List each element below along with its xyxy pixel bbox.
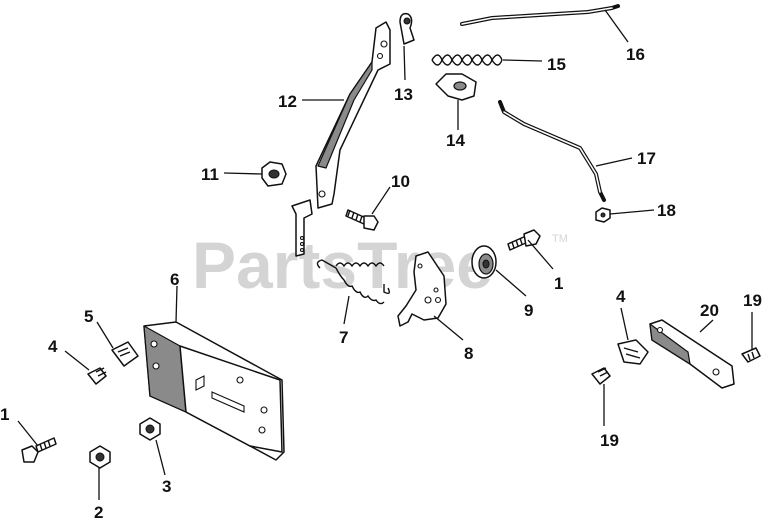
watermark-trademark: TM [552, 233, 568, 245]
watermark: PartsTree TM [192, 228, 568, 302]
callout-9: 9 [524, 301, 533, 320]
part-8-bracket[interactable] [397, 251, 447, 327]
callout-11: 11 [201, 165, 219, 184]
callout-4-right: 4 [616, 287, 626, 306]
part-19-bolt-right[interactable] [741, 347, 761, 363]
part-17-rod[interactable] [498, 100, 606, 202]
callout-1-lower: 1 [0, 405, 9, 424]
part-4-bolt-left[interactable] [87, 367, 107, 385]
part-15-spring[interactable] [431, 54, 503, 66]
part-2-nut[interactable] [89, 445, 111, 469]
part-1-bolt-upper[interactable] [507, 229, 541, 251]
callout-10: 10 [391, 172, 410, 191]
part-12-lever[interactable] [291, 21, 391, 257]
callout-19-right: 19 [743, 291, 762, 310]
callout-20: 20 [700, 301, 719, 320]
callout-3: 3 [162, 477, 171, 496]
callout-7: 7 [339, 328, 348, 347]
callout-17: 17 [637, 149, 656, 168]
callout-14: 14 [446, 131, 465, 150]
callout-16: 16 [626, 45, 645, 64]
part-13-clip[interactable] [399, 12, 415, 45]
part-16-rod[interactable] [460, 4, 620, 26]
callout-12: 12 [278, 92, 297, 111]
part-7-spring[interactable] [316, 259, 391, 305]
part-5-clip[interactable] [111, 341, 139, 367]
part-3-nut[interactable] [139, 417, 161, 441]
callouts: 1 2 3 4 5 6 7 8 9 10 11 12 13 14 15 16 1… [0, 45, 762, 522]
part-6-plate[interactable] [143, 321, 285, 461]
callout-15: 15 [547, 55, 566, 74]
part-4-clip-right[interactable] [617, 339, 649, 365]
part-9-washer[interactable] [471, 245, 497, 279]
callout-8: 8 [464, 344, 473, 363]
part-18-nut[interactable] [595, 207, 611, 223]
part-11-nut[interactable] [261, 161, 287, 187]
part-14-bracket[interactable] [435, 73, 477, 101]
part-19-bolt-lower[interactable] [591, 367, 611, 385]
callout-19-lower: 19 [600, 431, 619, 450]
part-1-bolt-lower[interactable] [21, 437, 57, 463]
part-20-bracket[interactable] [649, 319, 735, 389]
leader-lines [17, 9, 753, 500]
part-10-bolt[interactable] [345, 209, 379, 231]
callout-2: 2 [94, 503, 103, 522]
callout-6: 6 [170, 270, 179, 289]
callout-4-left: 4 [48, 337, 58, 356]
callout-13: 13 [394, 85, 413, 104]
callout-5: 5 [84, 307, 93, 326]
callout-1-upper: 1 [554, 274, 563, 293]
callout-18: 18 [657, 201, 676, 220]
